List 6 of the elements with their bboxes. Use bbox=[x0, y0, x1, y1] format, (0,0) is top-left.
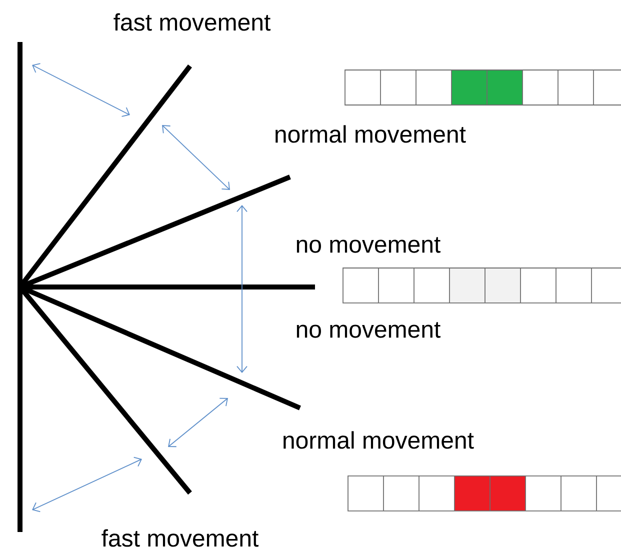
zone-label: no movement bbox=[296, 237, 440, 253]
zone-label: fast movement bbox=[114, 13, 270, 31]
zone-label: no movement bbox=[296, 322, 440, 338]
zone-label: normal movement bbox=[284, 431, 474, 449]
zone-label: normal movement bbox=[276, 125, 466, 143]
zone-label: fast movement bbox=[102, 529, 258, 547]
